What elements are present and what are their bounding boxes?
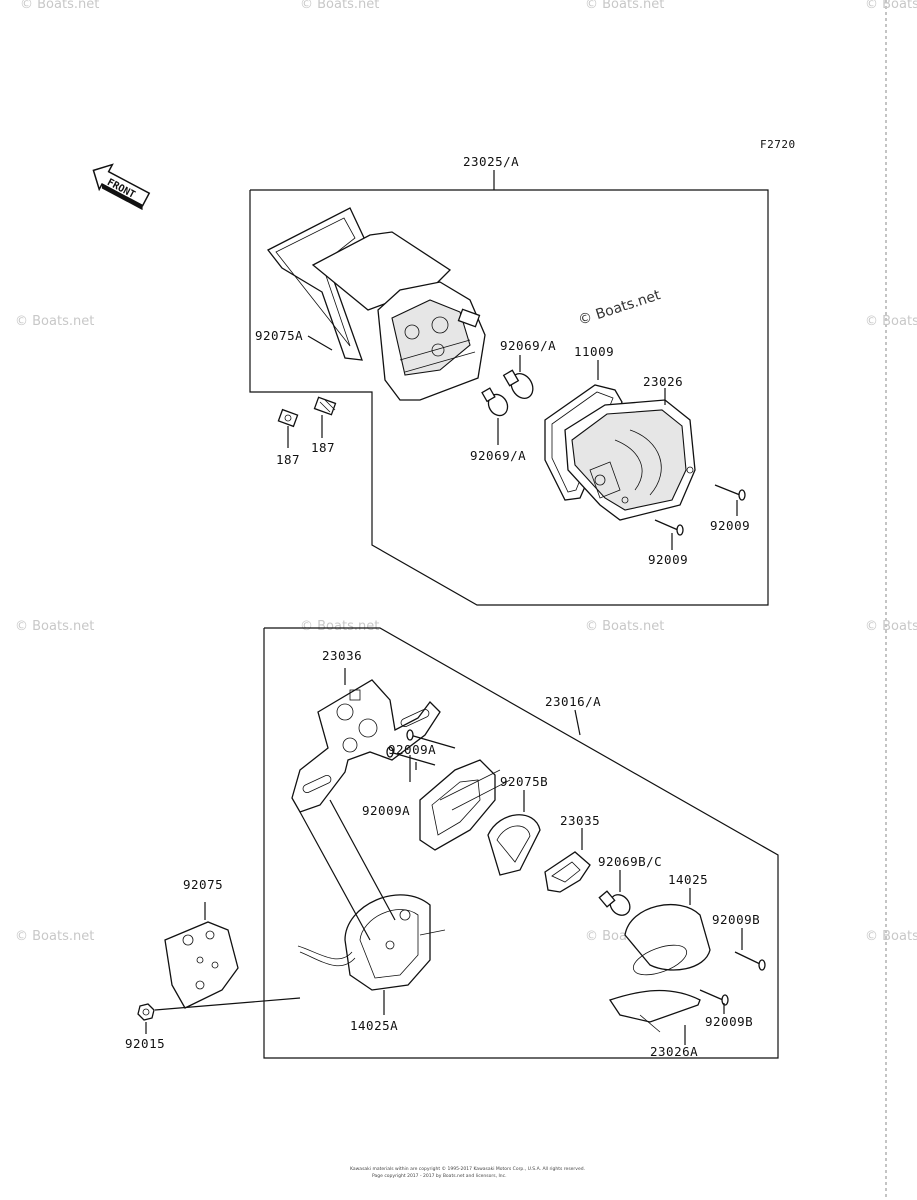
label-92009b-bot: 92009B <box>705 1014 753 1029</box>
label-23036: 23036 <box>322 648 362 663</box>
label-14025: 14025 <box>668 872 708 887</box>
footer-copyright: Kawasaki materials within are copyright … <box>350 1165 585 1172</box>
label-92009b-top: 92009B <box>712 912 760 927</box>
label-92075a: 92075A <box>255 328 303 343</box>
label-92015: 92015 <box>125 1036 165 1051</box>
bulb-icon <box>481 369 534 417</box>
watermark: © Boats.net <box>585 619 664 634</box>
label-14025a: 14025A <box>350 1018 398 1033</box>
label-92075: 92075 <box>183 877 223 892</box>
watermark: © Boats.net <box>300 0 379 12</box>
label-92009-right: 92009 <box>710 518 750 533</box>
watermark: © Boats.net <box>865 0 917 12</box>
bolt-icon <box>386 729 456 782</box>
watermark: © Boats.net <box>585 0 664 12</box>
bulb-icon <box>598 870 631 916</box>
label-92069a-bot: 92069/A <box>470 448 526 463</box>
watermarks: © Boats.net © Boats.net © Boats.net © Bo… <box>15 0 917 944</box>
plate <box>164 902 239 1009</box>
lamp-holder <box>419 759 541 876</box>
watermark: © Boats.net <box>15 929 94 944</box>
tail-lamp-base <box>267 207 486 401</box>
label-23026a: 23026A <box>650 1044 698 1059</box>
label-11009: 11009 <box>574 344 614 359</box>
label-23016a: 23016/A <box>545 694 601 709</box>
label-92069bc: 92069B/C <box>598 854 662 869</box>
watermark: © Boats.net <box>865 929 917 944</box>
lower-labels: 23036 23016/A 92009A 92009A 92075B 23035… <box>125 648 760 1059</box>
leader-lines-upper <box>307 335 738 550</box>
label-23035: 23035 <box>560 813 600 828</box>
watermark-center: © Boats.net <box>576 287 663 329</box>
label-23026: 23026 <box>643 374 683 389</box>
watermark: © Boats.net <box>865 619 917 634</box>
label-92075b: 92075B <box>500 774 548 789</box>
label-187-right: 187 <box>311 440 335 455</box>
tail-lens <box>564 399 696 521</box>
upper-assembly-frame <box>249 170 769 606</box>
lens-cover <box>624 888 711 976</box>
watermark: © Boats.net <box>15 619 94 634</box>
watermark: © Boats.net <box>20 0 99 12</box>
screw-icon <box>699 928 766 1014</box>
front-arrow-icon: FRONT <box>92 163 151 211</box>
upper-labels: 23025/A 92075A 92069/A 11009 23026 187 1… <box>255 154 750 567</box>
label-92069a-top: 92069/A <box>500 338 556 353</box>
label-92009a-bot: 92009A <box>362 803 410 818</box>
nut-icon <box>137 1003 155 1034</box>
license-bracket <box>291 668 441 813</box>
socket <box>544 828 591 893</box>
diagram-code: F2720 <box>760 138 796 151</box>
label-92009-bot: 92009 <box>648 552 688 567</box>
lower-assembly-frame <box>263 627 779 1059</box>
watermark: © Boats.net <box>865 314 917 329</box>
label-187-left: 187 <box>276 452 300 467</box>
label-92009a-top: 92009A <box>388 742 436 757</box>
watermark: © Boats.net <box>15 314 94 329</box>
lamp-housing <box>297 894 446 1015</box>
leader-lines-lower <box>154 799 396 1011</box>
watermark: © Boats.net <box>300 619 379 634</box>
nut-icon <box>277 396 337 448</box>
screw-icon <box>654 484 746 536</box>
label-23025a: 23025/A <box>463 154 519 169</box>
reflector <box>608 989 701 1045</box>
footer-page-copyright: Page copyright 2017 - 2017 by Boats.net … <box>372 1173 507 1179</box>
